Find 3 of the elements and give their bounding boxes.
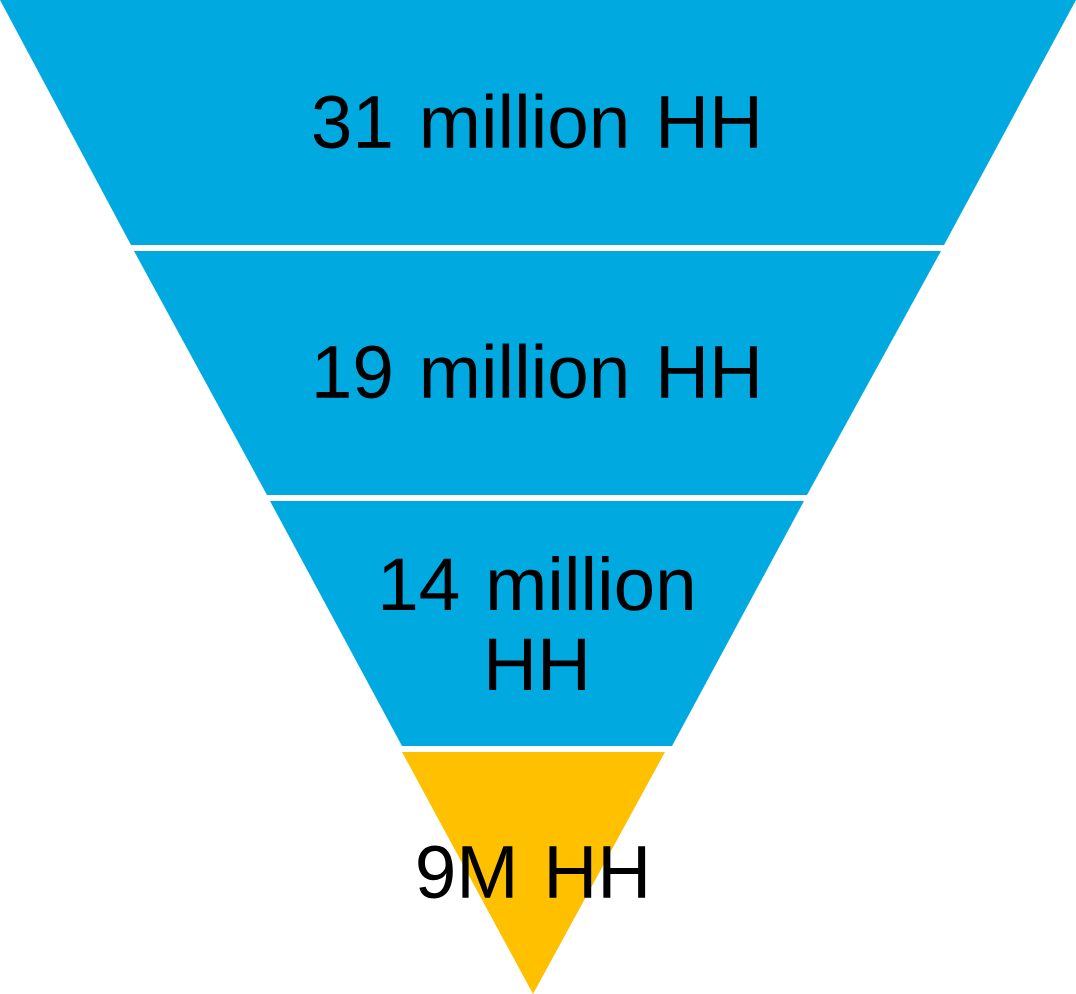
funnel-band: 19 million HH — [134, 251, 941, 495]
funnel-band: 14 million HH — [270, 501, 804, 746]
funnel-band: 31 million HH — [0, 0, 1076, 245]
